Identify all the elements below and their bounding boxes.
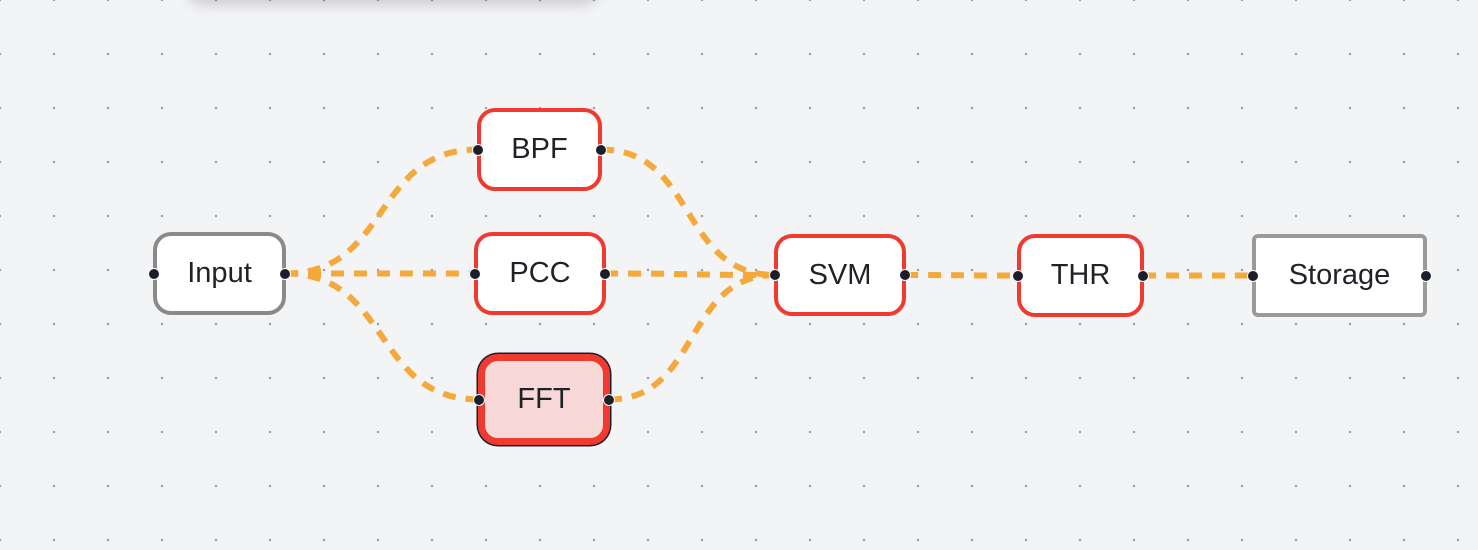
fft-handle-in[interactable] — [473, 393, 485, 406]
node-pcc[interactable]: PCC — [474, 232, 606, 315]
node-label: PCC — [509, 257, 571, 289]
svm-handle-out[interactable] — [899, 269, 911, 281]
node-label: FFT — [517, 383, 571, 415]
bpf-handle-out[interactable] — [595, 143, 607, 156]
node-label: BPF — [511, 133, 568, 165]
edge-input-bpf[interactable] — [284, 146, 479, 277]
svm-handle-in[interactable] — [769, 269, 781, 281]
node-storage[interactable]: Storage — [1252, 234, 1427, 317]
pcc-handle-out[interactable] — [599, 267, 611, 280]
node-fft[interactable]: FFT — [478, 354, 610, 445]
fft-handle-out[interactable] — [603, 393, 615, 406]
edge-pcc-svm[interactable] — [604, 270, 776, 278]
edge-fft-svm[interactable] — [608, 272, 776, 403]
thr-handle-in[interactable] — [1012, 269, 1024, 282]
node-label: SVM — [808, 258, 872, 291]
thr-handle-out[interactable] — [1137, 269, 1149, 282]
node-svm[interactable]: SVM — [774, 234, 906, 316]
edge-bpf-svm[interactable] — [600, 146, 776, 278]
node-label: THR — [1050, 259, 1111, 291]
edge-svm-thr[interactable] — [904, 272, 1019, 279]
node-input[interactable]: Input — [153, 232, 286, 315]
node-bpf[interactable]: BPF — [477, 108, 602, 191]
node-label: Storage — [1288, 259, 1391, 291]
input-handle-in[interactable] — [148, 267, 160, 280]
node-thr[interactable]: THR — [1017, 234, 1144, 317]
edge-input-fft[interactable] — [284, 270, 480, 403]
storage-handle-out[interactable] — [1420, 269, 1432, 282]
node-label: Input — [187, 257, 252, 289]
input-handle-out[interactable] — [279, 267, 291, 280]
storage-handle-in[interactable] — [1247, 269, 1259, 282]
bpf-handle-in[interactable] — [472, 143, 484, 156]
pcc-handle-in[interactable] — [469, 267, 481, 280]
